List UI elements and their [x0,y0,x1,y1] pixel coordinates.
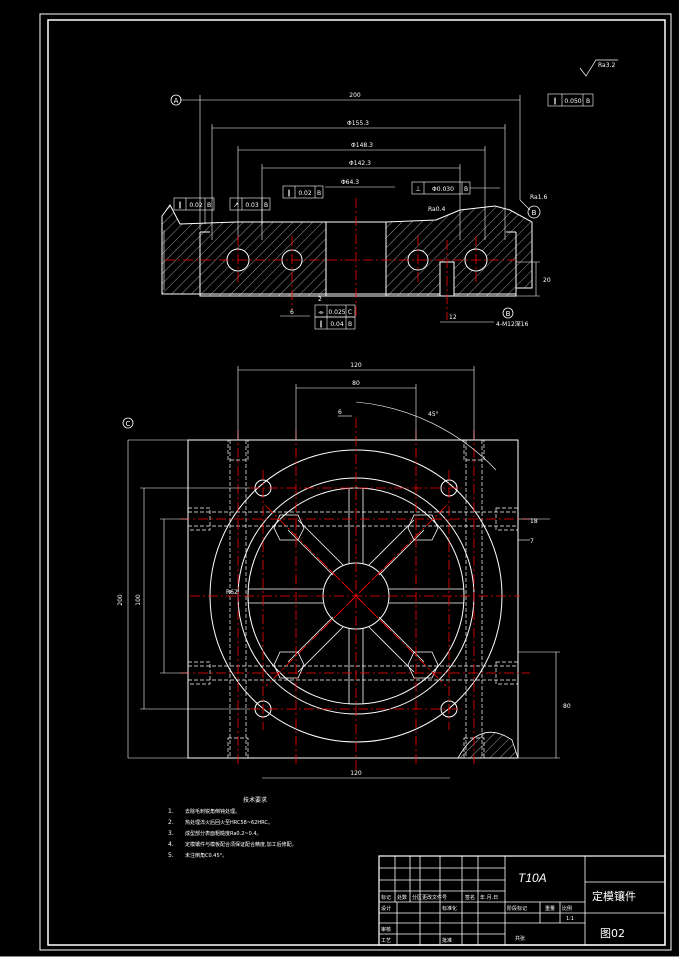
dim-plan-6: 6 [338,409,342,416]
inner-border [47,19,666,946]
dim-12: 12 [449,314,457,321]
roughness-right: Ra1.6 [530,194,547,201]
fcf-left2-tol: 0.03 [245,202,259,209]
dim-d3: Φ142.3 [349,160,371,167]
material-label: T10A [518,871,547,885]
note-1-text: 去除毛刺锐角倒钝处理。 [185,808,240,815]
tb-label-approve: 批准 [442,937,452,944]
tb-label-sheets: 共张 [515,935,525,942]
dim-overall-200: 200 [349,92,361,99]
note-3-num: 3. [168,830,174,837]
fcf-bottom2-symbol: ∥ [319,320,323,328]
dim-plan-120-bottom: 120 [350,770,362,777]
dim-holes: 4-M12深16 [496,320,529,328]
fcf-bottom1-datum: C [348,309,352,316]
datum-b-bottom-label: B [506,310,511,318]
note-2-num: 2. [168,819,174,826]
tb-label-weight: 重量 [545,905,555,912]
tb-label-stage: 阶段标记 [507,905,527,912]
fcf-top-tol: 0.050 [564,98,581,105]
note-5-text: 未注倒角C0.45°。 [185,852,227,859]
dim-plan-7: 7 [530,538,534,545]
dim-6: 6 [290,309,294,316]
tb-label-zone: 分区 [412,894,422,901]
section-view [161,59,618,330]
dim-plan-18: 18 [530,518,538,525]
fcf-left1-datum: B [207,202,211,209]
fcf-bottom1-tol: 0.025 [328,309,345,316]
dim-plan-120-top: 120 [350,362,362,369]
fcf-left2-datum: B [264,202,268,209]
datum-a-label: A [174,97,179,105]
dim-plan-80-right: 80 [563,703,571,710]
notes-title: 技术要求 [243,796,267,804]
outer-border [39,13,672,951]
tb-label-design: 设计 [381,905,391,912]
fcf-left2-symbol: ↗ [233,201,239,209]
tb-label-standard: 标准化 [442,905,457,912]
datum-b-label: B [532,209,537,217]
note-1-num: 1. [168,808,174,815]
dim-angle-45: 45° [428,411,439,418]
fcf-center-symbol: ⊥ [415,185,421,193]
fcf-mid-symbol: ∥ [287,189,291,197]
tb-label-review: 审核 [381,926,391,933]
fcf-left1-symbol: ∥ [178,201,182,209]
fcf-mid-datum: B [317,190,321,197]
fcf-center-datum: B [464,186,468,193]
status-bar [0,956,679,962]
title-block: T10A 定模镶件 图02 标记 处数 分区 更改文件号 签名 年.月.日 设计… [378,855,666,946]
tb-label-sign: 签名 [465,894,475,901]
plan-view [122,366,560,779]
note-3-text: 成型部分表面粗糙度Ra0.2~0.4。 [185,830,262,837]
dim-plan-r62: R62 [226,589,238,596]
fcf-top-symbol: ∥ [553,97,557,105]
tb-label-change: 更改文件号 [422,894,447,901]
fcf-bottom1-symbol: ⌯ [318,308,324,316]
part-name: 定模镶件 [592,889,636,903]
tb-label-process: 工艺 [381,938,391,944]
fcf-bottom2-datum: B [348,321,352,328]
tb-label-scale: 比例 [562,905,572,912]
dim-d1: Φ155.3 [347,120,369,127]
drawing-number: 图02 [600,927,625,940]
dim-plan-100-left: 100 [135,594,142,606]
note-4-text: 定模镶件与模板配合须保证配合精度,加工后修配。 [185,841,297,848]
dim-d2: Φ148.3 [351,142,373,149]
fcf-top-datum: B [586,98,590,105]
note-5-num: 5. [168,852,174,859]
fcf-center-tol: Φ0.030 [432,186,454,193]
tb-scale-value: 1:1 [566,916,574,922]
technical-notes: 技术要求 1. 去除毛刺锐角倒钝处理。 2. 热处理淬火后回火至HRC58~62… [168,796,297,859]
note-2-text: 热处理淬火后回火至HRC58~62HRC。 [185,819,273,826]
dim-plan-200-left: 200 [117,594,124,606]
dim-d4: Φ64.3 [341,179,359,186]
tb-label-date: 年.月.日 [480,894,498,901]
fcf-bottom2-tol: 0.04 [330,321,344,328]
dim-2: 2 [318,296,322,303]
tb-label-count: 处数 [397,894,407,901]
roughness-mid: Ra0.4 [428,206,445,213]
fcf-left1-tol: 0.02 [189,202,203,209]
note-4-num: 4. [168,841,174,848]
dim-plan-80-top: 80 [352,380,360,387]
tb-label-mark: 标记 [381,894,391,901]
datum-c-label: C [126,420,131,428]
dim-height-20: 20 [543,277,551,284]
fcf-mid-tol: 0.02 [298,190,312,197]
roughness-top: Ra3.2 [598,62,615,69]
